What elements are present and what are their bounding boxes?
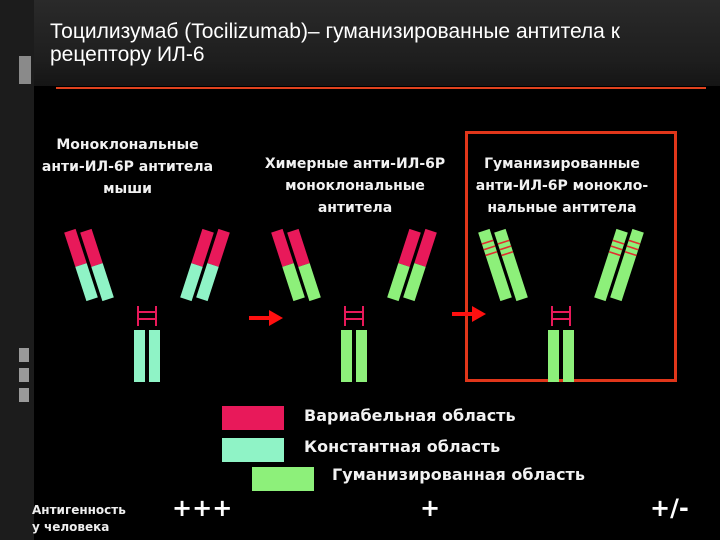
humanized-antibody-heavy-chain — [548, 330, 559, 382]
mouse-antibody-variable-region — [207, 228, 230, 267]
humanized-antibody-arm-chain — [478, 228, 512, 302]
column-header-mouse: Моноклональные анти-ИЛ-6Р антитела мыши — [0, 134, 255, 200]
chimeric-antibody-heavy-chain — [341, 330, 352, 382]
mouse-antibody-constant-region — [196, 263, 219, 302]
chimeric-antibody-arm-chain — [387, 228, 421, 302]
header-line: Химерные анти-ИЛ-6Р — [264, 156, 446, 172]
decor-square — [19, 348, 29, 362]
chimeric-antibody-variable-region — [287, 228, 310, 267]
antigenicity-label-line: у человека — [32, 520, 110, 534]
legend-label-constant: Константная область — [304, 437, 501, 456]
humanized-antibody-cdr-stripe — [485, 250, 498, 257]
humanized-antibody-humanized-region — [594, 228, 628, 302]
chimeric-antibody-humanized-region — [298, 263, 321, 302]
chimeric-antibody-arm-chain — [271, 228, 305, 302]
mouse-antibody-hinge — [137, 306, 157, 326]
mouse-antibody-arm-chain — [196, 228, 230, 302]
humanized-antibody-cdr-stripe — [483, 245, 496, 251]
antigenicity-mouse: +++ — [172, 494, 233, 522]
slide-title: Тоцилизумаб (Tocilizumab)– гуманизирован… — [50, 20, 620, 66]
chimeric-antibody-humanized-region — [403, 263, 426, 302]
header-line: моноклональные — [285, 178, 425, 194]
humanized-antibody-arm-chain — [494, 228, 528, 302]
legend-label-humanized: Гуманизированная область — [332, 465, 585, 484]
chimeric-antibody-heavy-chain — [356, 330, 367, 382]
mouse-antibody-constant-region — [91, 263, 114, 302]
humanized-antibody-hinge — [551, 306, 571, 326]
mouse-antibody-variable-region — [80, 228, 103, 267]
humanized-antibody-cdr-stripe — [608, 250, 621, 257]
mouse-antibody-arm-chain — [80, 228, 114, 302]
header-line: антитела — [317, 200, 393, 216]
decor-square — [19, 388, 29, 402]
column-header-humanized: Гуманизированные анти-ИЛ-6Р моноклo- нал… — [452, 153, 672, 219]
decor-square — [19, 368, 29, 382]
antigenicity-humanized: +/- — [650, 494, 689, 522]
mouse-antibody-variable-region — [191, 228, 214, 267]
legend-swatch-humanized — [252, 467, 314, 491]
humanized-antibody-heavy-chain — [563, 330, 574, 382]
chimeric-antibody-humanized-region — [387, 263, 410, 302]
humanized-antibody-cdr-stripe — [481, 239, 494, 245]
humanized-antibody-cdr-stripe — [628, 239, 641, 245]
humanized-antibody-humanized-region — [494, 228, 528, 302]
header-line: анти-ИЛ-6Р моноклo- — [475, 178, 649, 194]
header-line: нальные антитела — [487, 200, 637, 216]
humanized-antibody-humanized-region — [610, 228, 644, 302]
chimeric-antibody-variable-region — [414, 228, 437, 267]
humanized-antibody-cdr-stripe — [612, 239, 625, 245]
antigenicity-chimeric: + — [420, 494, 441, 522]
legend-swatch-variable — [222, 406, 284, 430]
decor-square — [19, 56, 31, 84]
chimeric-antibody-arm-chain — [403, 228, 437, 302]
humanized-antibody-cdr-stripe — [501, 250, 514, 257]
antigenicity-label-line: Антигенность — [32, 503, 126, 517]
chimeric-antibody-arm-chain — [287, 228, 321, 302]
header-line: Моноклональные — [56, 137, 199, 153]
mouse-antibody-heavy-chain — [149, 330, 160, 382]
humanized-antibody-humanized-region — [478, 228, 512, 302]
title-bar — [0, 0, 720, 86]
chimeric-antibody-hinge — [344, 306, 364, 326]
humanized-antibody-cdr-stripe — [497, 239, 510, 245]
arrow-mouse-to-chimeric-head — [269, 310, 283, 326]
title-underline — [56, 87, 706, 89]
humanized-antibody-arm-chain — [594, 228, 628, 302]
chimeric-antibody-humanized-region — [282, 263, 305, 302]
legend-label-variable: Вариабельная область — [304, 406, 516, 425]
antigenicity-label: Антигенность у человека — [32, 502, 126, 536]
column-header-chimeric: Химерные анти-ИЛ-6Р моноклональные антит… — [245, 153, 465, 219]
mouse-antibody-constant-region — [75, 263, 98, 302]
chimeric-antibody-variable-region — [271, 228, 294, 267]
mouse-antibody-arm-chain — [180, 228, 214, 302]
header-line: Гуманизированные — [484, 156, 640, 172]
humanized-antibody-cdr-stripe — [610, 245, 623, 251]
humanized-antibody-cdr-stripe — [626, 245, 639, 251]
header-line: анти-ИЛ-6Р антитела — [41, 159, 214, 175]
header-line: мыши — [103, 181, 152, 197]
mouse-antibody-variable-region — [64, 228, 87, 267]
mouse-antibody-constant-region — [180, 263, 203, 302]
humanized-antibody-cdr-stripe — [624, 250, 637, 257]
humanized-antibody-arm-chain — [610, 228, 644, 302]
mouse-antibody-heavy-chain — [134, 330, 145, 382]
chimeric-antibody-variable-region — [398, 228, 421, 267]
humanized-antibody-cdr-stripe — [499, 245, 512, 251]
mouse-antibody-arm-chain — [64, 228, 98, 302]
legend-swatch-constant — [222, 438, 284, 462]
sidebar-decoration — [0, 0, 34, 540]
arrow-chimeric-to-humanized-head — [472, 306, 486, 322]
